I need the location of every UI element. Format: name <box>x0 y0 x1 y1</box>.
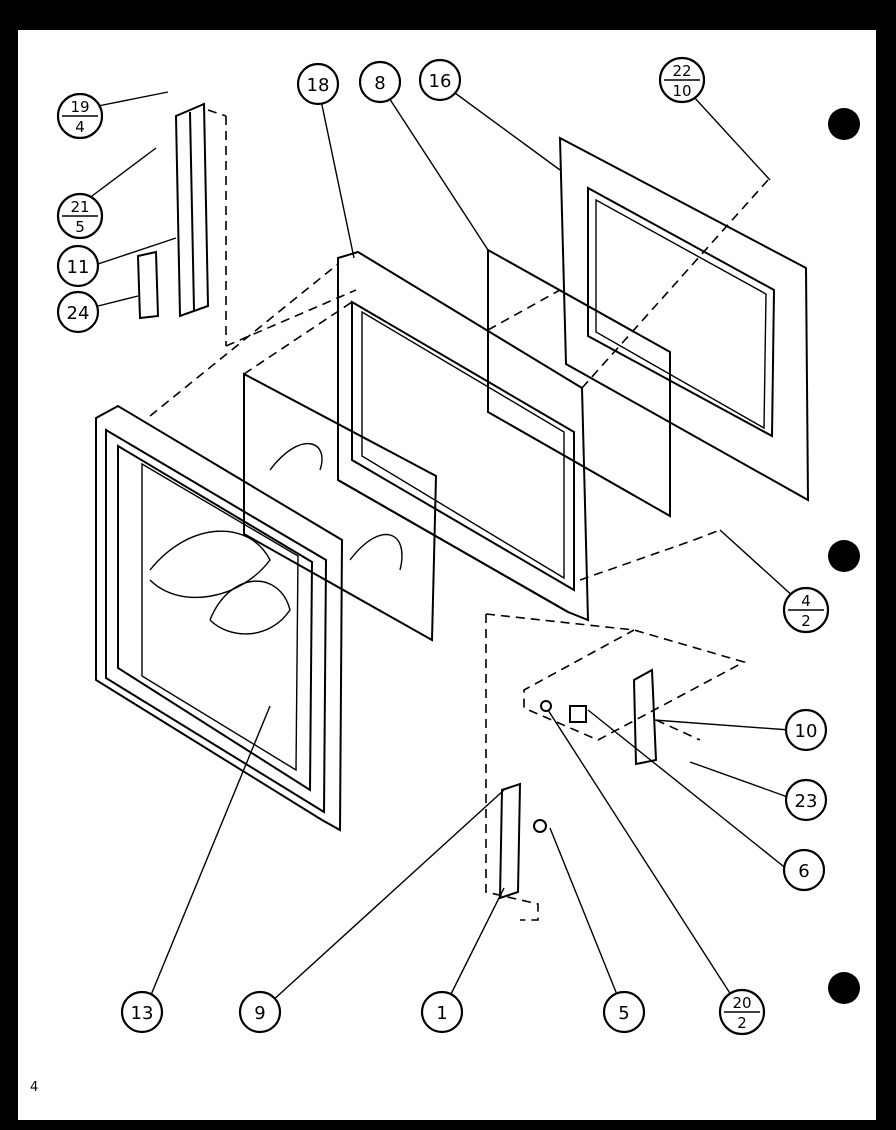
callout-20-2: 20 2 <box>718 988 766 1036</box>
callout-label: 13 <box>131 1003 154 1024</box>
binder-hole <box>828 540 860 572</box>
page-number: 4 <box>30 1080 39 1095</box>
callout-label-bottom: 5 <box>75 218 85 236</box>
callout-24: 24 <box>56 290 100 334</box>
callout-13: 13 <box>120 990 164 1034</box>
callout-label-bottom: 10 <box>672 82 691 100</box>
insulation-sheet-part <box>487 248 671 518</box>
callout-label: 16 <box>429 71 452 92</box>
hinge-assembly-part <box>136 102 357 347</box>
alignment-lines <box>149 179 769 741</box>
glass-panel-part <box>243 372 438 642</box>
callout-label: 6 <box>798 861 809 882</box>
binder-hole <box>828 108 860 140</box>
callout-10: 10 <box>784 708 828 752</box>
callout-label: 9 <box>254 1003 265 1024</box>
callout-label: 1 <box>436 1003 447 1024</box>
callout-21-5: 21 5 <box>56 192 104 240</box>
binder-hole <box>828 972 860 1004</box>
callout-label: 18 <box>307 75 330 96</box>
callout-label-top: 20 <box>732 994 751 1012</box>
callout-4-2: 4 2 <box>782 586 830 634</box>
callout-label-bottom: 4 <box>75 118 85 136</box>
leader-lines <box>83 81 807 1013</box>
callout-label: 11 <box>67 257 90 278</box>
callout-1: 1 <box>420 990 464 1034</box>
callout-8: 8 <box>358 60 402 104</box>
drawing-sheet <box>18 30 876 1120</box>
door-frame-part <box>95 404 344 832</box>
callout-label-top: 21 <box>70 198 89 216</box>
callout-label: 10 <box>795 721 818 742</box>
callout-6: 6 <box>782 848 826 892</box>
callout-label-top: 4 <box>801 592 811 610</box>
callout-label: 24 <box>67 303 90 324</box>
callout-label-bottom: 2 <box>801 612 811 630</box>
callout-label-top: 19 <box>70 98 89 116</box>
callout-22-10: 22 10 <box>658 56 706 104</box>
callout-label: 5 <box>618 1003 629 1024</box>
callout-19-4: 19 4 <box>56 92 104 140</box>
callout-18: 18 <box>296 62 340 106</box>
callout-label-bottom: 2 <box>737 1014 747 1032</box>
callout-23: 23 <box>784 778 828 822</box>
latch-assembly-part <box>485 613 747 921</box>
callout-label: 8 <box>374 73 385 94</box>
callout-5: 5 <box>602 990 646 1034</box>
outer-frame-part <box>558 136 810 502</box>
callout-label: 23 <box>795 791 818 812</box>
callout-9: 9 <box>238 990 282 1034</box>
callout-label-top: 22 <box>672 62 691 80</box>
callout-11: 11 <box>56 244 100 288</box>
inner-door-panel-part <box>337 250 590 622</box>
callout-16: 16 <box>418 58 462 102</box>
